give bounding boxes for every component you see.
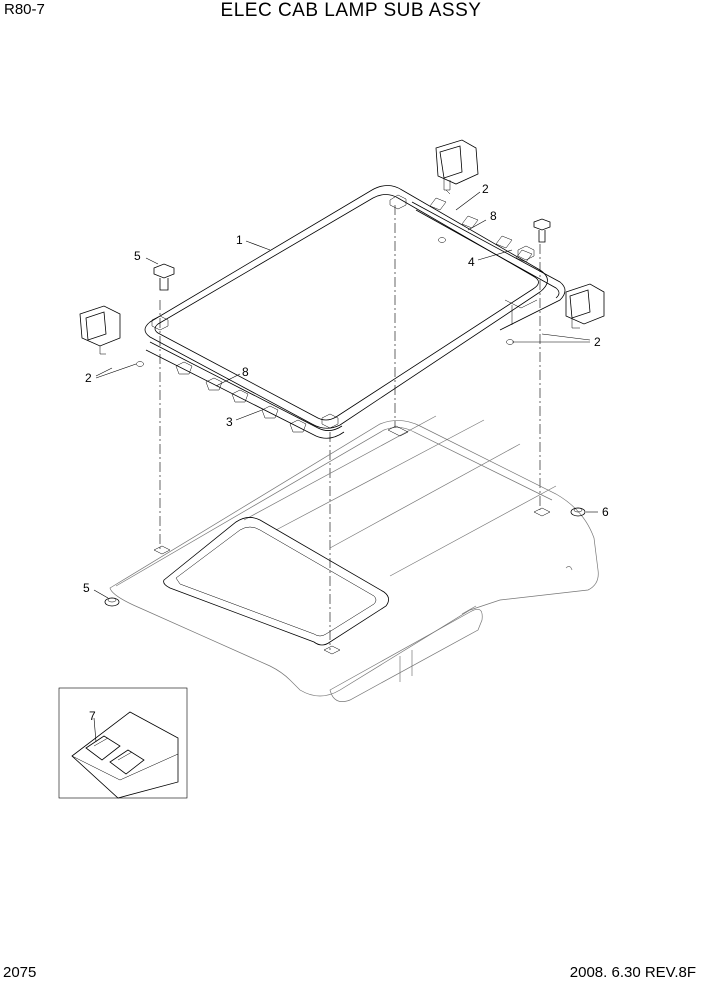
callout-bolt-left: 5 [134, 249, 141, 263]
model-label: R80-7 [4, 1, 45, 18]
callout-switch-panel: 7 [89, 709, 96, 723]
callout-lamp-top: 2 [482, 182, 489, 196]
switch-detail-box [58, 687, 188, 799]
bolt-left [153, 263, 175, 291]
callout-grommet-right: 6 [602, 505, 609, 519]
bolt-right [533, 218, 551, 243]
work-lamp-right [565, 283, 605, 329]
grommet-right [570, 507, 586, 517]
cab-roof [109, 415, 599, 702]
harness-front [145, 341, 345, 439]
harness-rear [411, 197, 566, 331]
grommet-roof [104, 597, 120, 607]
work-lamp-top [435, 139, 479, 195]
leader-lines [93, 191, 598, 743]
callout-lamp-left: 2 [85, 371, 92, 385]
page-number: 2075 [3, 964, 37, 981]
callout-harness-rear: 4 [468, 255, 475, 269]
revision-label: 2008. 6.30 REV.8F [569, 964, 696, 981]
callout-frame: 1 [236, 233, 243, 247]
alignment-lines [159, 205, 541, 650]
callout-harness-front: 3 [226, 415, 233, 429]
callout-clip-rear: 8 [490, 209, 497, 223]
lamp-frame [144, 185, 548, 429]
callout-clip-front: 8 [242, 365, 249, 379]
callout-grommet-roof: 5 [83, 581, 90, 595]
page-title: ELEC CAB LAMP SUB ASSY [220, 0, 482, 21]
work-lamp-left [79, 305, 121, 355]
callout-lamp-right: 2 [594, 335, 601, 349]
